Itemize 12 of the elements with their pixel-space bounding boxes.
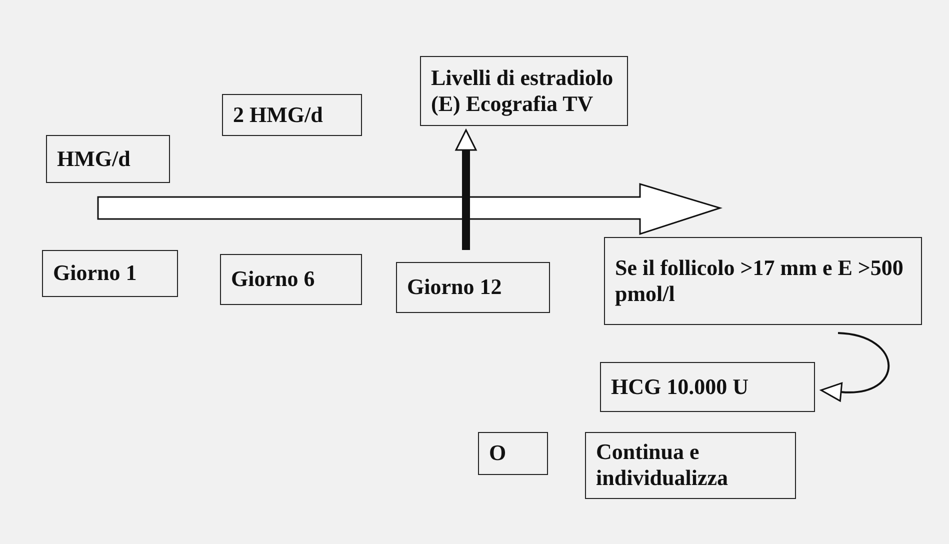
- text-box: Giorno 1: [42, 250, 178, 297]
- text-box: Continua e individualizza: [585, 432, 796, 499]
- text-box: HCG 10.000 U: [600, 362, 815, 412]
- text-box: HMG/d: [46, 135, 170, 183]
- text-box: Giorno 12: [396, 262, 550, 313]
- arrow: [455, 129, 477, 250]
- text-box: 2 HMG/d: [222, 94, 362, 136]
- text-box: Giorno 6: [220, 254, 362, 305]
- arrow: [820, 332, 890, 402]
- text-box: Se il follicolo >17 mm e E >500 pmol/l: [604, 237, 922, 325]
- text-box: O: [478, 432, 548, 475]
- text-box: Livelli di estradiolo (E) Ecografia TV: [420, 56, 628, 126]
